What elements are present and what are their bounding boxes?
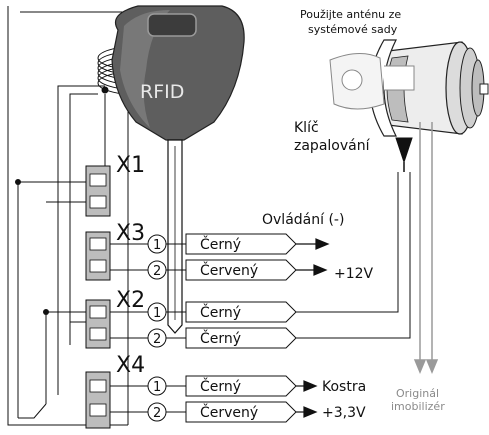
connector-x4-label: X4 xyxy=(116,353,145,378)
immobilizer-label-line1: Originál xyxy=(396,387,439,400)
x2-pin2: 2 xyxy=(153,332,161,347)
x4-pin2: 2 xyxy=(153,406,161,421)
wire-label-x4-1: Černý xyxy=(200,377,241,395)
connector-x3: X3 1 2 xyxy=(85,221,186,281)
connector-x3-label: X3 xyxy=(116,221,145,246)
key-in-lock xyxy=(329,53,415,110)
wire-box-x4-2 xyxy=(185,401,297,423)
x3-pin1: 1 xyxy=(153,238,161,253)
signal-12v: +12V xyxy=(334,266,374,282)
antenna-note-line2: systémové sady xyxy=(308,23,398,36)
wire-label-x4-2: Červený xyxy=(200,403,258,421)
connector-x4: X4 1 2 xyxy=(85,353,186,429)
antenna-note-line1: Použijte anténu ze xyxy=(300,8,401,21)
connector-x2-label: X2 xyxy=(116,288,145,313)
ignition-label: Klíč zapalování xyxy=(294,120,371,154)
antenna-note: Použijte anténu ze systémové sady xyxy=(300,8,401,36)
immobilizer-label-line2: imobilizér xyxy=(391,400,445,413)
key-slot xyxy=(147,13,197,37)
lock-antenna-leads xyxy=(296,172,411,339)
wire-box-x3-2 xyxy=(185,259,297,281)
wire-label-x3-1: Černý xyxy=(200,235,241,253)
wire-label-x2-2: Černý xyxy=(200,329,241,347)
ignition-label-line1: Klíč xyxy=(294,120,319,136)
signal-ground: Kostra xyxy=(322,379,366,395)
key-highlight xyxy=(120,10,170,128)
x3-pin2: 2 xyxy=(153,264,161,279)
rfid-label: RFID xyxy=(140,81,184,103)
wire-label-x2-1: Černý xyxy=(200,303,241,321)
wire-box-x2-2 xyxy=(185,327,297,349)
immobilizer-arrows xyxy=(413,122,439,374)
ignition-lock xyxy=(369,39,489,172)
x4-pin1: 1 xyxy=(153,380,161,395)
wire-label-x3-2: Červený xyxy=(200,261,258,279)
wire-box-x3-1 xyxy=(185,233,297,255)
ignition-label-line2: zapalování xyxy=(294,138,371,154)
wire-box-x4-1 xyxy=(185,375,297,397)
output-arrows xyxy=(296,238,330,418)
signal-control: Ovládání (-) xyxy=(262,212,344,228)
signal-33v: +3,3V xyxy=(322,405,366,421)
connector-x1: X1 xyxy=(15,153,145,418)
key-illustration: RFID xyxy=(111,5,245,334)
x2-pin1: 1 xyxy=(153,306,161,321)
wire-boxes xyxy=(185,233,297,423)
connector-x1-label: X1 xyxy=(116,153,145,178)
connector-x2: X2 1 2 xyxy=(43,288,186,349)
antenna-lead-cone xyxy=(395,137,413,164)
switch xyxy=(18,312,47,419)
wire-box-x2-1 xyxy=(185,301,297,323)
